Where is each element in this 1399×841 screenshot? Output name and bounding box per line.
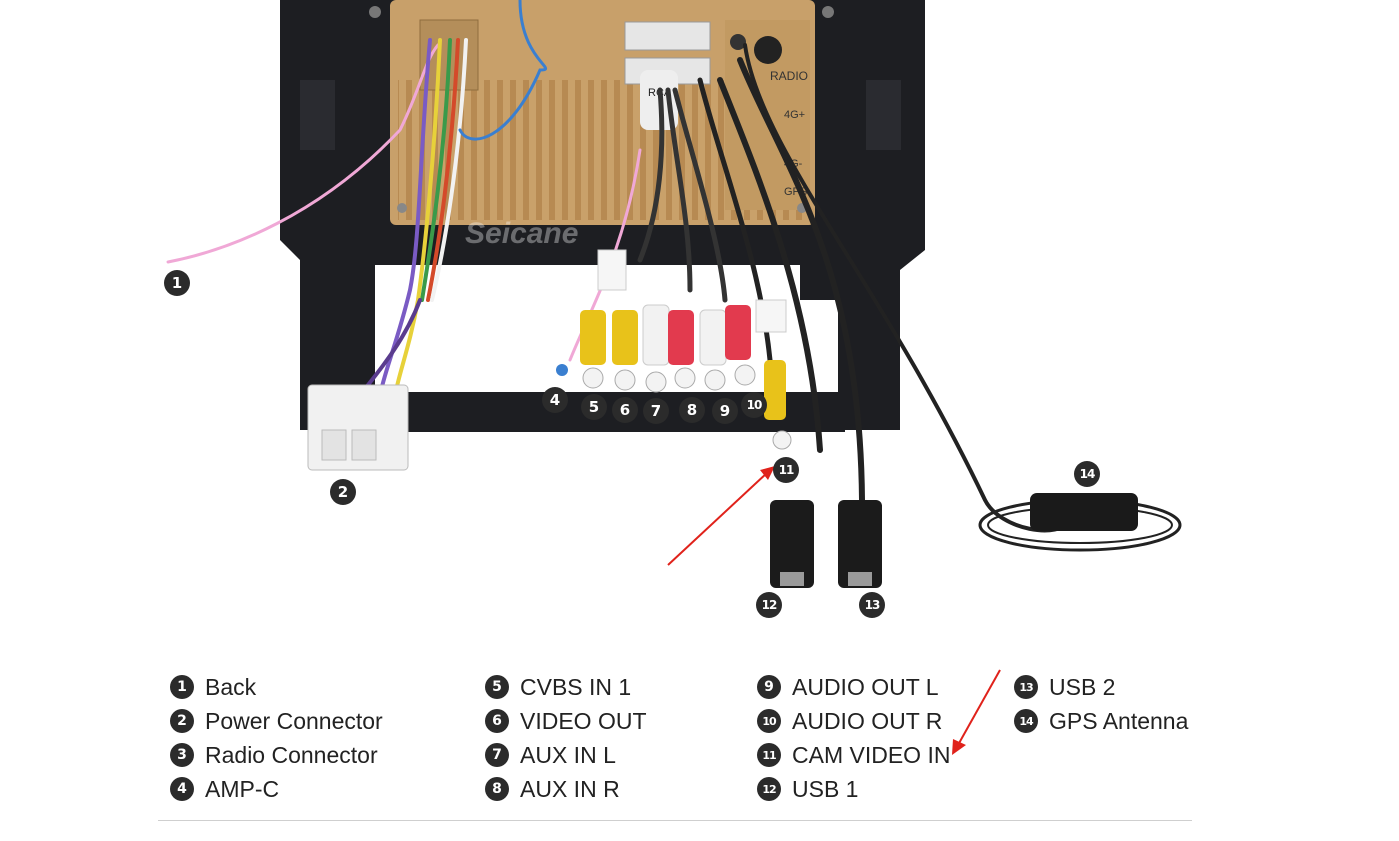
legend-item: 5 CVBS IN 1 bbox=[485, 670, 647, 704]
legend-label: CVBS IN 1 bbox=[520, 673, 632, 700]
callout-6: 6 bbox=[612, 397, 638, 423]
legend-number: 1 bbox=[170, 675, 194, 699]
gps-antenna bbox=[978, 493, 1182, 552]
legend-arrow bbox=[952, 669, 1001, 755]
legend-label: AUDIO OUT R bbox=[792, 707, 943, 734]
radio-port-label: RADIO bbox=[770, 69, 808, 83]
legend-label: AMP-C bbox=[205, 775, 280, 802]
wire-harness bbox=[166, 0, 1072, 533]
callout-2: 2 bbox=[330, 479, 356, 505]
seicane-watermark: Seicane bbox=[465, 217, 578, 250]
legend-item: 7 AUX IN L bbox=[485, 738, 647, 772]
legend-label: USB 1 bbox=[792, 775, 859, 802]
callout-8: 8 bbox=[679, 397, 705, 423]
red-arrows bbox=[667, 466, 775, 566]
legend-number: 10 bbox=[757, 709, 781, 733]
legend-item: 11 CAM VIDEO IN bbox=[757, 738, 950, 772]
legend-number: 13 bbox=[1014, 675, 1038, 699]
legend-number: 11 bbox=[757, 743, 781, 767]
usb-plugs bbox=[770, 500, 882, 588]
callout-4: 4 bbox=[542, 387, 568, 413]
legend-item: 6 VIDEO OUT bbox=[485, 704, 647, 738]
legend-item: 8 AUX IN R bbox=[485, 772, 647, 806]
legend-item: 13 USB 2 bbox=[1014, 670, 1188, 704]
legend-item: 1 Back bbox=[170, 670, 383, 704]
legend-column-3: 9 AUDIO OUT L 10 AUDIO OUT R 11 CAM VIDEO I… bbox=[757, 670, 950, 806]
legend-item: 4 AMP-C bbox=[170, 772, 383, 806]
legend-number: 7 bbox=[485, 743, 509, 767]
bottom-divider bbox=[158, 820, 1192, 821]
legend-column-2: 5 CVBS IN 1 6 VIDEO OUT 7 AUX IN L 8 AUX IN … bbox=[485, 670, 647, 806]
callout-5: 5 bbox=[581, 394, 607, 420]
callout-13: 13 bbox=[859, 592, 885, 618]
callout-11: 11 bbox=[773, 457, 799, 483]
legend-item: 9 AUDIO OUT L bbox=[757, 670, 950, 704]
legend-number: 5 bbox=[485, 675, 509, 699]
legend-number: 2 bbox=[170, 709, 194, 733]
legend-label: GPS Antenna bbox=[1049, 707, 1189, 734]
legend-number: 9 bbox=[757, 675, 781, 699]
callout-9: 9 bbox=[712, 398, 738, 424]
legend-number: 12 bbox=[757, 777, 781, 801]
legend-column-4: 13 USB 2 14 GPS Antenna bbox=[1014, 670, 1188, 738]
legend-item: 14 GPS Antenna bbox=[1014, 704, 1188, 738]
legend-number: 14 bbox=[1014, 709, 1038, 733]
legend-label: VIDEO OUT bbox=[520, 707, 647, 734]
callout-12: 12 bbox=[756, 592, 782, 618]
legend-label: Back bbox=[205, 673, 257, 700]
legend-label: AUX IN R bbox=[520, 775, 620, 802]
stereo-back-illustration: RADIO 4G+ 4G- GPS Seicane RCA bbox=[166, 0, 1182, 588]
callout-10: 10 bbox=[741, 392, 767, 418]
legend-label: AUX IN L bbox=[520, 741, 616, 768]
legend-item: 3 Radio Connector bbox=[170, 738, 383, 772]
power-connector-plug bbox=[307, 384, 409, 471]
legend-number: 4 bbox=[170, 777, 194, 801]
legend-label: AUDIO OUT L bbox=[792, 673, 939, 700]
legend-label: Radio Connector bbox=[205, 741, 378, 768]
legend-item: 10 AUDIO OUT R bbox=[757, 704, 950, 738]
legend-item: 2 Power Connector bbox=[170, 704, 383, 738]
callout-7: 7 bbox=[643, 398, 669, 424]
4g-plus-port-label: 4G+ bbox=[784, 109, 805, 121]
legend-number: 3 bbox=[170, 743, 194, 767]
callout-1: 1 bbox=[164, 270, 190, 296]
legend-number: 8 bbox=[485, 777, 509, 801]
callout-14: 14 bbox=[1074, 461, 1100, 487]
legend-number: 6 bbox=[485, 709, 509, 733]
rca-plugs bbox=[556, 249, 792, 450]
legend-label: CAM VIDEO IN bbox=[792, 741, 951, 768]
legend-item: 12 USB 1 bbox=[757, 772, 950, 806]
legend-label: USB 2 bbox=[1049, 673, 1116, 700]
legend-label: Power Connector bbox=[205, 707, 383, 734]
